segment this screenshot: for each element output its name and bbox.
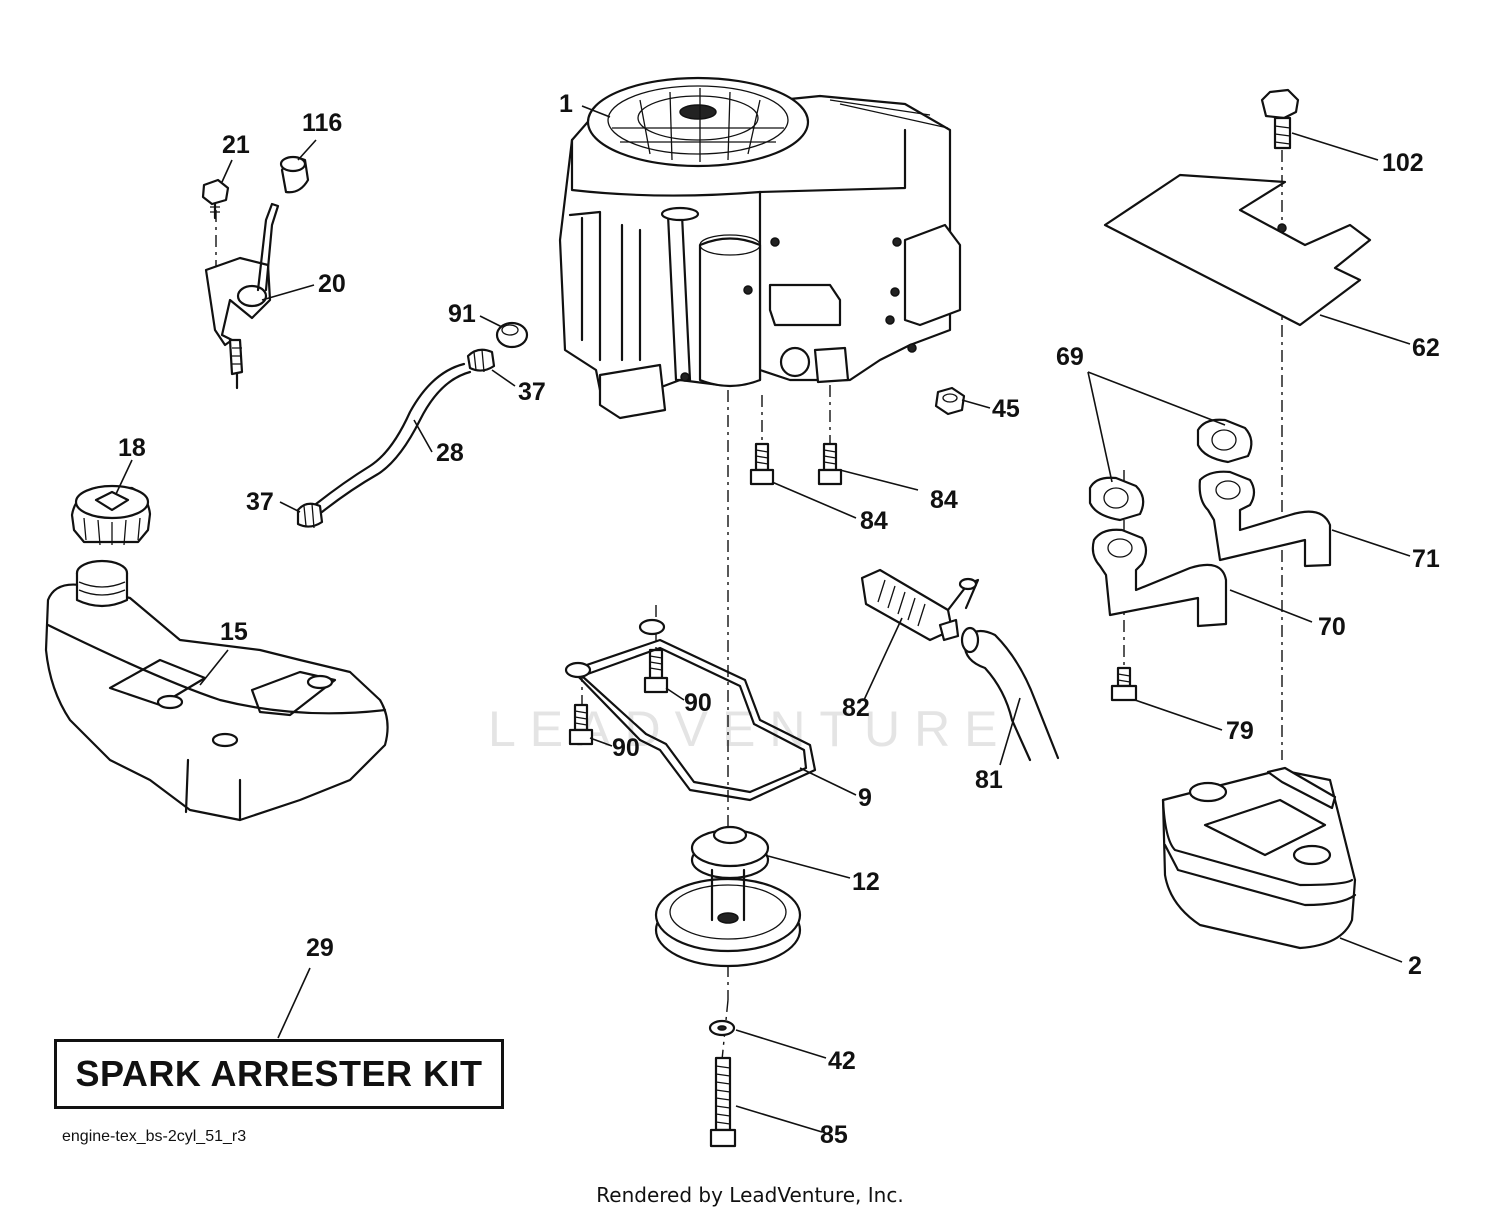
gasket-lower: [1088, 476, 1145, 522]
callout-84-left: 84: [860, 507, 888, 535]
bolt-21: [201, 178, 230, 220]
callout-2: 2: [1408, 952, 1422, 980]
callout-70: 70: [1318, 613, 1346, 641]
exhaust-pipe-71: [1198, 470, 1332, 568]
callout-102: 102: [1382, 149, 1424, 177]
bracket: [564, 618, 817, 802]
fuel-filter: [860, 568, 980, 642]
leader-lines: [115, 105, 1411, 1133]
callout-79: 79: [1226, 717, 1254, 745]
spark-arrester-kit-box: SPARK ARRESTER KIT: [54, 1039, 504, 1109]
callout-90-lower: 90: [612, 734, 640, 762]
callouts: 1 116 21 20 91 37 28 37 18 15 45 84 84 1…: [118, 90, 1440, 1149]
hose-81: [960, 626, 1060, 762]
callout-18: 18: [118, 434, 146, 462]
bolt-90-upper: [643, 648, 669, 694]
callout-81: 81: [975, 766, 1003, 794]
throttle-control: [204, 202, 280, 390]
bolt-84-right: [817, 442, 843, 486]
muffler: [1161, 766, 1357, 950]
gasket-upper: [1196, 418, 1253, 464]
clamp-37-bottom: [296, 502, 324, 529]
fitting-91: [495, 321, 529, 349]
fuel-hose: [314, 362, 472, 514]
callout-37-bottom: 37: [246, 488, 274, 516]
fitting-45: [934, 386, 966, 416]
washer-42: [708, 1019, 736, 1037]
callout-62: 62: [1412, 334, 1440, 362]
exhaust-pipe-70: [1091, 528, 1228, 628]
callout-12: 12: [852, 868, 880, 896]
bolt-84-left: [749, 442, 775, 486]
clamp-37-top: [466, 348, 496, 373]
callout-45: 45: [992, 395, 1020, 423]
callout-9: 9: [858, 784, 872, 812]
callout-71: 71: [1412, 545, 1440, 573]
pulley-large: [654, 868, 802, 968]
callout-20: 20: [318, 270, 346, 298]
bolt-85: [709, 1056, 737, 1148]
callout-15: 15: [220, 618, 248, 646]
knob: [279, 155, 310, 194]
fuel-cap: [70, 484, 152, 546]
fuel-tank: [44, 559, 389, 822]
drawing-id: engine-tex_bs-2cyl_51_r3: [62, 1128, 247, 1145]
pulley-12: [690, 825, 770, 880]
spark-arrester-kit-label: SPARK ARRESTER KIT: [75, 1053, 483, 1094]
callout-42: 42: [828, 1047, 856, 1075]
callout-85: 85: [820, 1121, 848, 1149]
callout-28: 28: [436, 439, 464, 467]
footer-credit: Rendered by LeadVenture, Inc.: [596, 1183, 904, 1207]
callout-90-upper: 90: [684, 689, 712, 717]
callout-91: 91: [448, 300, 476, 328]
callout-84-right: 84: [930, 486, 958, 514]
callout-21: 21: [222, 131, 250, 159]
bolt-79: [1110, 666, 1138, 702]
bolt-90-lower: [568, 703, 594, 746]
callout-116: 116: [302, 109, 342, 137]
callout-37-top: 37: [518, 378, 546, 406]
heat-shield: [1103, 173, 1372, 327]
callout-29: 29: [306, 934, 334, 962]
bolt-102: [1260, 88, 1300, 150]
callout-1: 1: [559, 90, 573, 118]
callout-82: 82: [842, 694, 870, 722]
engine: [558, 76, 962, 420]
callout-69: 69: [1056, 343, 1084, 371]
